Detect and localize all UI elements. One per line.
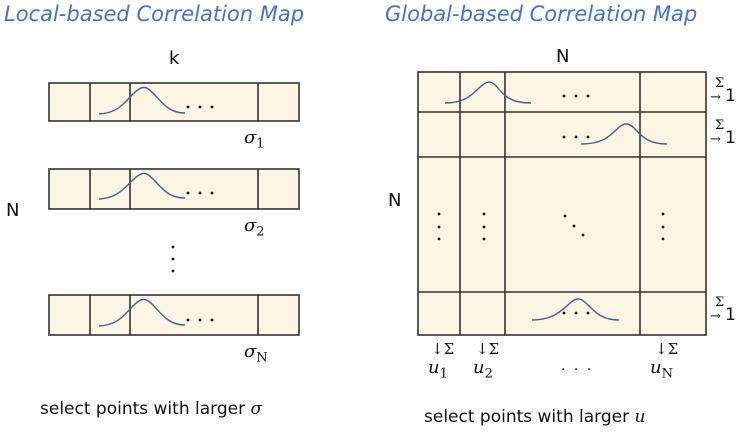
column-sum-arrow-n: ↓Σ: [655, 340, 679, 358]
sigma-label-n: σN: [244, 341, 268, 366]
global-caption: select points with larger u: [424, 407, 646, 427]
row-sum-label-2: Σ → 1: [710, 118, 736, 148]
gaussian-curve: [580, 123, 668, 145]
column-sum-arrow-1: ↓Σ: [431, 340, 455, 358]
sigma-label-2: σ2: [244, 215, 265, 240]
global-map-title: Global-based Correlation Map: [385, 2, 698, 26]
local-vertical-ellipsis: [171, 245, 175, 273]
local-column-label: k: [169, 48, 180, 69]
global-matrix: [417, 71, 707, 336]
local-map-title: Local-based Correlation Map: [4, 2, 305, 26]
gaussian-curve: [531, 298, 620, 321]
local-row-1: [48, 82, 300, 122]
gaussian-curve: [444, 81, 532, 104]
global-column-label: N: [556, 46, 570, 67]
column-ellipsis: · · ·: [561, 362, 594, 378]
sigma-label-1: σ1: [244, 127, 265, 152]
row-sum-label-1: Σ → 1: [710, 76, 736, 106]
u-label-1: u1: [428, 357, 448, 382]
local-row-n: [48, 294, 300, 336]
u-label-2: u2: [473, 357, 493, 382]
gaussian-curve: [98, 86, 186, 115]
row-sum-label-n: Σ → 1: [710, 295, 736, 325]
local-caption: select points with larger σ: [40, 399, 263, 419]
u-label-n: uN: [650, 357, 673, 382]
column-sum-arrow-2: ↓Σ: [476, 340, 500, 358]
local-row-2: [48, 168, 300, 210]
global-row-label: N: [388, 190, 402, 211]
gaussian-curve: [98, 298, 186, 327]
local-row-count-label: N: [6, 200, 20, 221]
gaussian-curve: [98, 172, 186, 200]
